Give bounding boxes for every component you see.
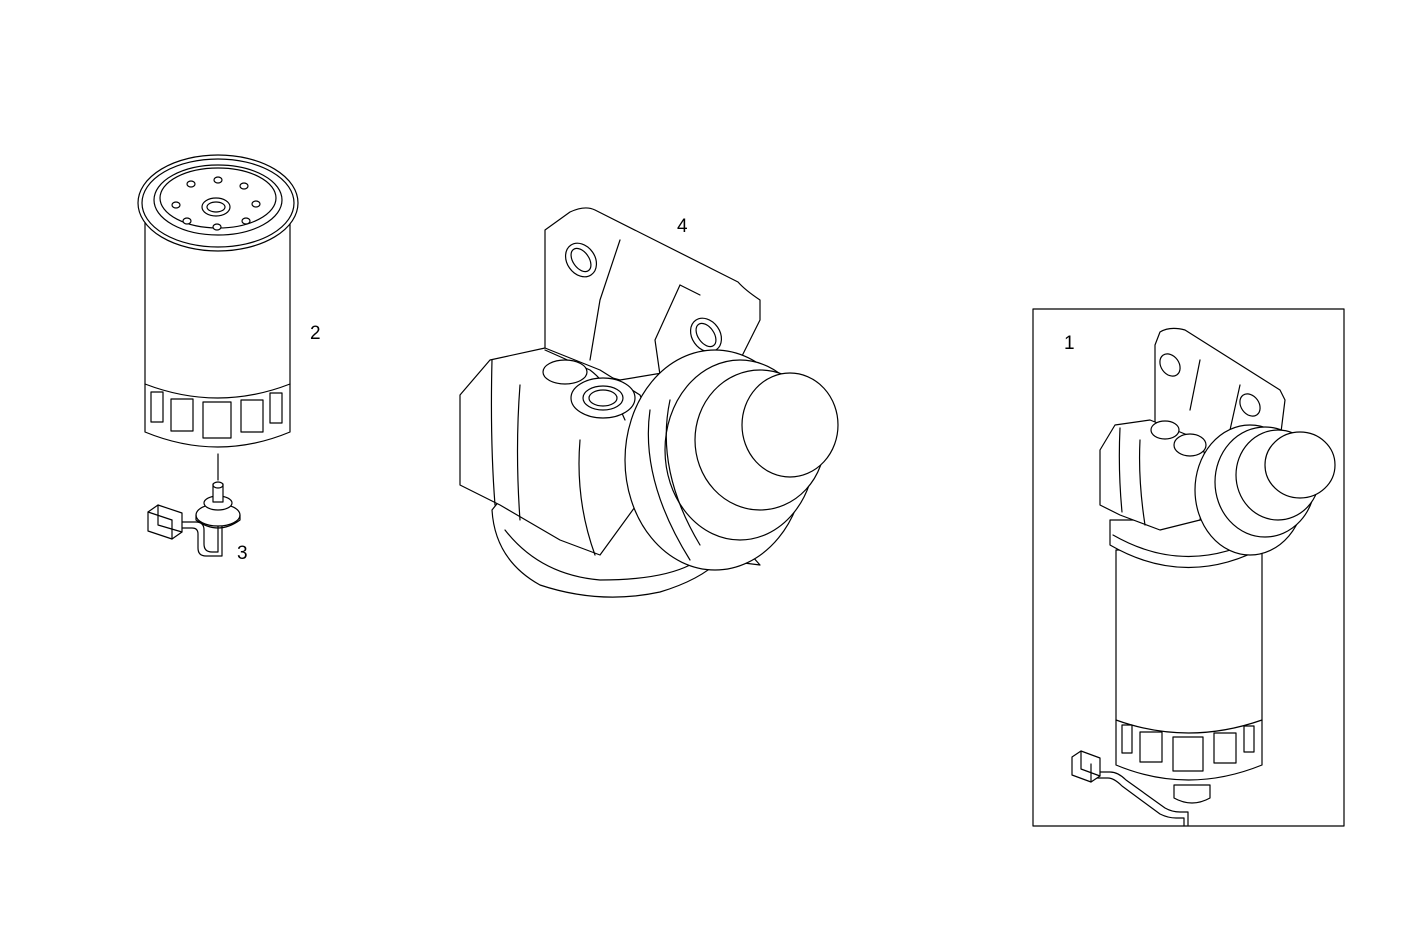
filter-head-drawing [459,207,839,598]
assembly-frame [1032,308,1345,827]
assembly-drawing [1032,308,1345,827]
callout-2: 2 [310,323,321,344]
callout-3: 3 [237,543,248,564]
callout-1: 1 [1064,333,1075,354]
water-sensor-drawing [147,481,241,557]
callout-4: 4 [677,216,688,237]
filter-cartridge-drawing [137,154,299,481]
